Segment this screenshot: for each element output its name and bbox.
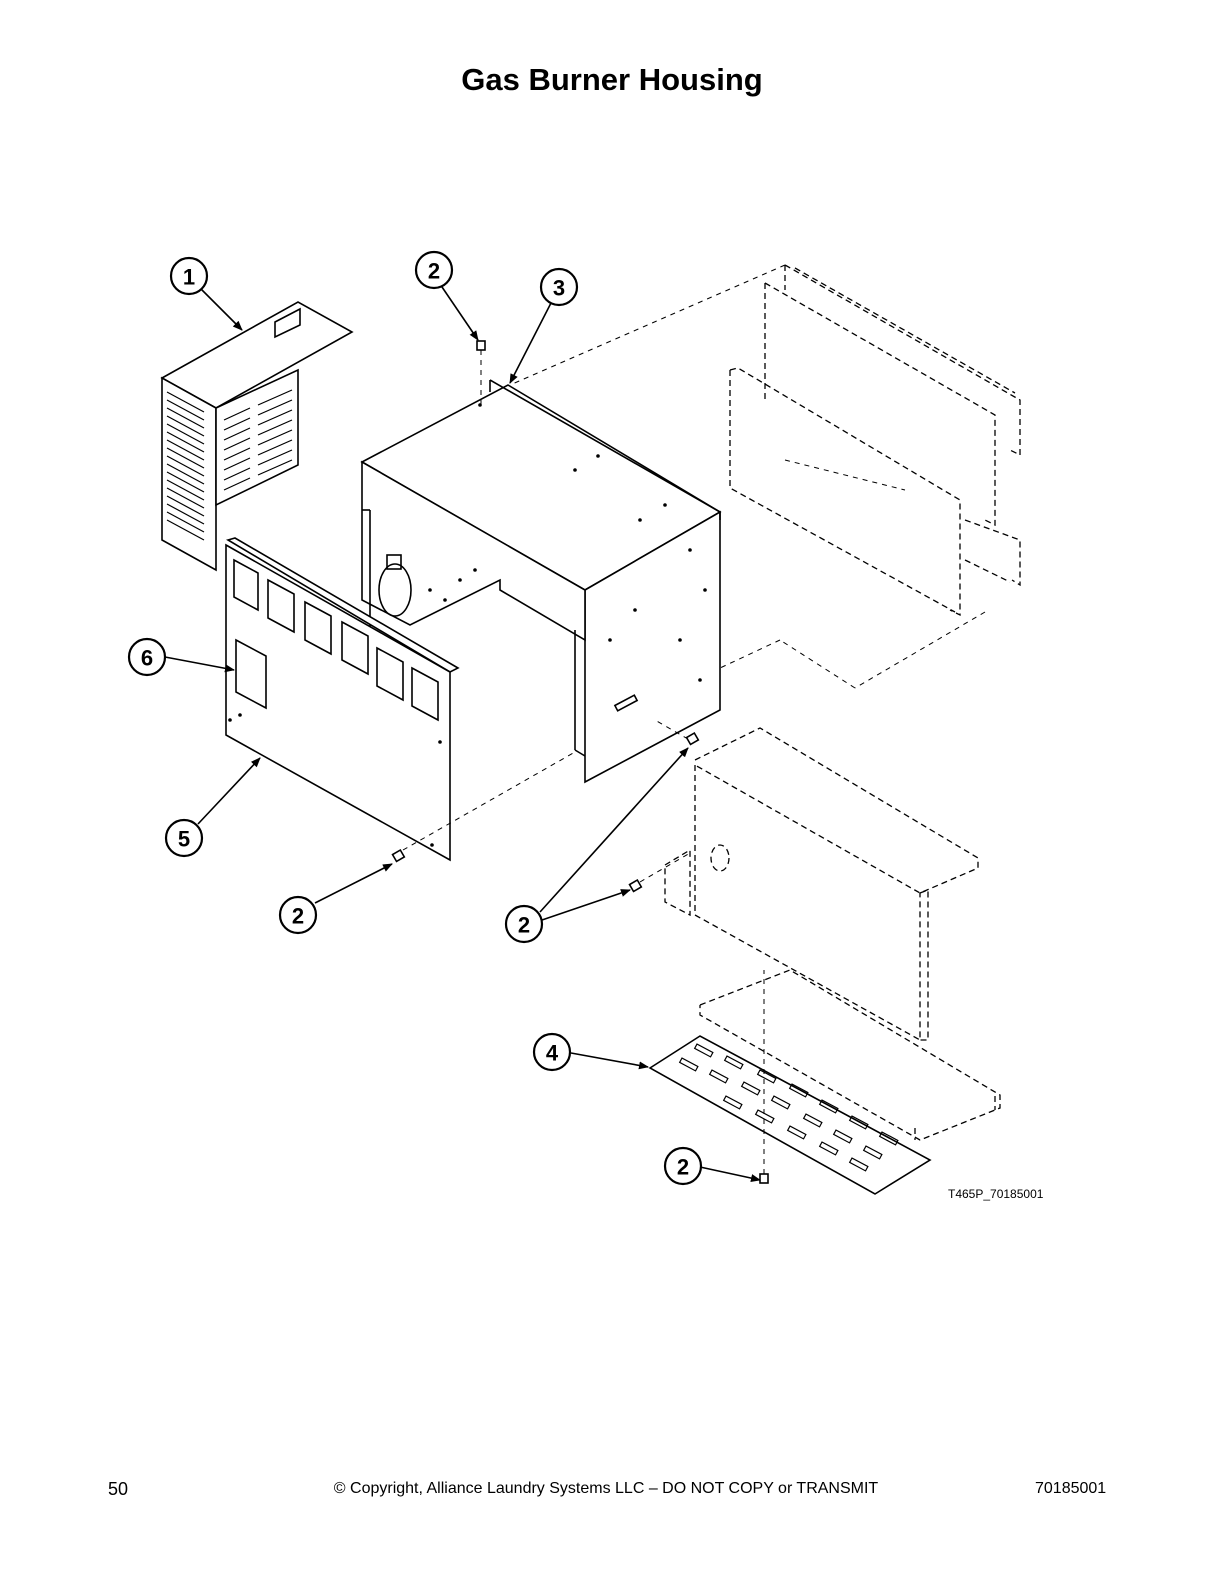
callout-1: 1 bbox=[169, 256, 209, 296]
footer-copyright: © Copyright, Alliance Laundry Systems LL… bbox=[333, 1480, 879, 1497]
figure-id: T465P_70185001 bbox=[948, 1187, 1044, 1201]
callout-6: 6 bbox=[127, 637, 167, 677]
rear-panels-dashed bbox=[509, 264, 1021, 689]
screw-front-panel bbox=[391, 751, 576, 863]
svg-text:6: 6 bbox=[141, 646, 153, 671]
callout-5: 5 bbox=[164, 818, 204, 858]
svg-text:2: 2 bbox=[428, 259, 440, 284]
leader-lines bbox=[164, 286, 761, 1183]
screw-top bbox=[476, 340, 486, 405]
callout-2-left: 2 bbox=[278, 895, 318, 935]
callout-2-bottom: 2 bbox=[663, 1146, 703, 1186]
part-3-housing bbox=[360, 379, 722, 784]
burner-box-dashed bbox=[664, 727, 979, 1042]
callout-2-middle: 2 bbox=[504, 904, 544, 944]
base-tray-dashed bbox=[699, 969, 1001, 1141]
svg-text:4: 4 bbox=[546, 1041, 559, 1066]
part-4-bottom-plate bbox=[648, 1035, 932, 1195]
screw-burner-box bbox=[628, 852, 691, 893]
callout-2-top: 2 bbox=[414, 250, 454, 290]
svg-text:2: 2 bbox=[677, 1155, 689, 1180]
svg-text:5: 5 bbox=[178, 827, 190, 852]
svg-text:2: 2 bbox=[292, 904, 304, 929]
footer-doc-number: 70185001 bbox=[1035, 1480, 1107, 1497]
page-title: Gas Burner Housing bbox=[461, 62, 763, 97]
part-1-vent-cover bbox=[160, 301, 354, 572]
footer-page-number: 50 bbox=[108, 1479, 129, 1499]
screw-icons bbox=[391, 340, 769, 1184]
callout-3: 3 bbox=[539, 267, 579, 307]
svg-text:3: 3 bbox=[553, 276, 565, 301]
screw-housing-right bbox=[654, 719, 700, 746]
callout-4: 4 bbox=[532, 1032, 572, 1072]
svg-text:2: 2 bbox=[518, 913, 530, 938]
svg-text:1: 1 bbox=[183, 265, 195, 290]
